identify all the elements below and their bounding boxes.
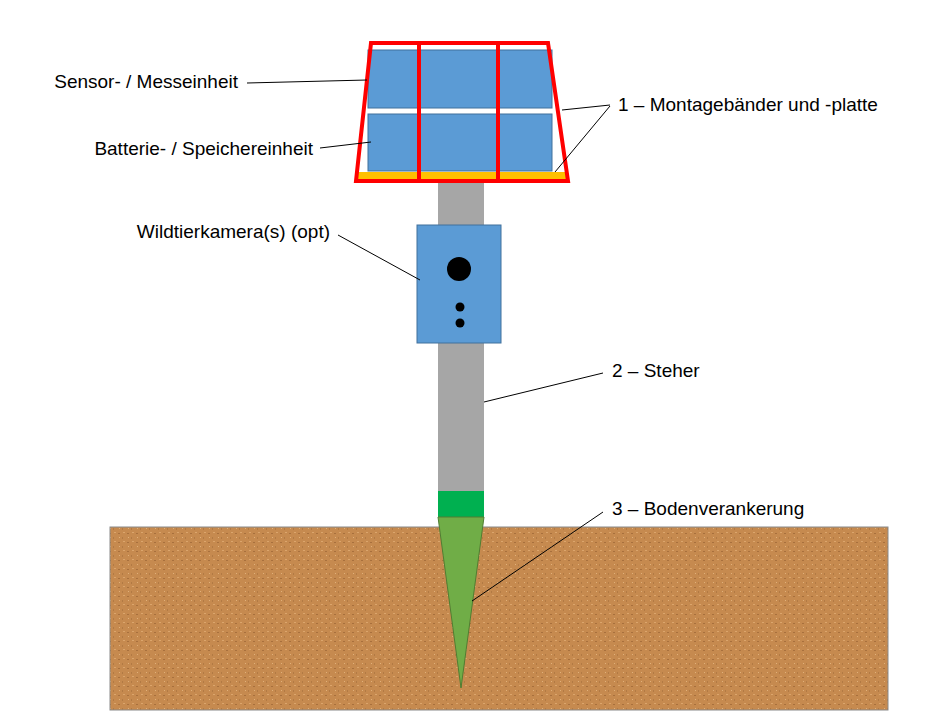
camera-lens	[447, 257, 471, 281]
mounting-plate	[358, 172, 566, 179]
part-label: Batterie- / Speichereinheit	[94, 138, 313, 161]
camera-sensor	[456, 319, 465, 328]
callout-label: 3 – Bodenverankerung	[612, 498, 804, 521]
ground-spike	[438, 517, 484, 688]
leader-line	[484, 373, 603, 402]
camera-body	[417, 225, 501, 343]
leader-line	[472, 512, 603, 601]
anchor-collar	[438, 491, 484, 517]
battery-unit	[368, 114, 552, 171]
callout-label: 2 – Steher	[612, 360, 700, 383]
leader-line	[555, 106, 610, 172]
ground	[110, 527, 888, 710]
part-label: Sensor- / Messeinheit	[54, 71, 238, 94]
leader-line	[247, 80, 367, 83]
mounting-strap	[356, 43, 568, 181]
camera-sensor	[456, 303, 465, 312]
part-label: Wildtierkamera(s) (opt)	[137, 221, 330, 244]
callout-label: 1 – Montagebänder und -platte	[618, 94, 878, 117]
sensor-unit	[368, 50, 552, 108]
mounting-strap	[496, 43, 500, 181]
leader-line	[338, 235, 420, 280]
leader-line	[562, 105, 610, 110]
mounting-strap	[417, 43, 421, 181]
leader-line	[320, 142, 371, 148]
